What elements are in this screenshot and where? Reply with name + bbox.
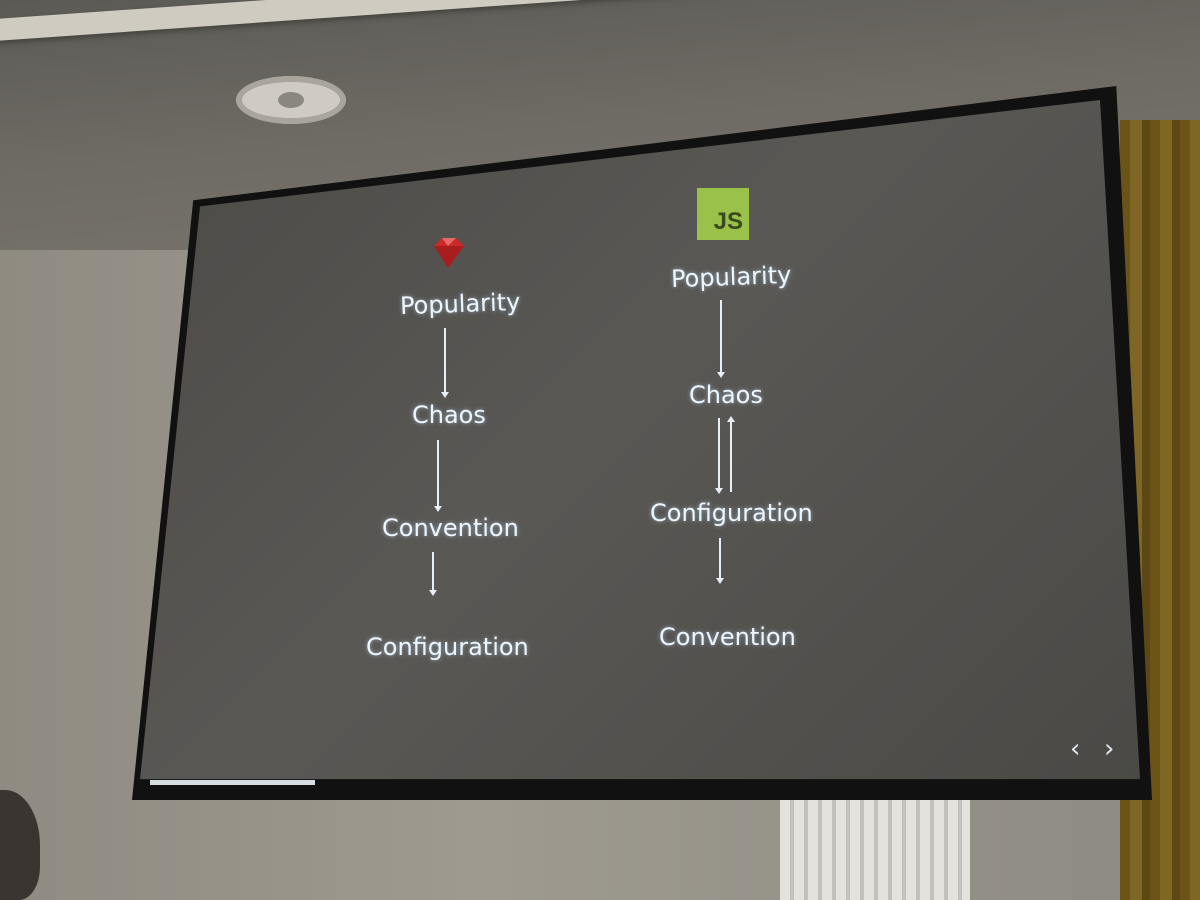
js-arrow-up-2 [730,418,732,492]
ruby-step-popularity: Popularity [399,287,521,321]
ruby-step-convention: Convention [382,514,519,542]
ruby-step-configuration: Configuration [366,633,529,661]
ceiling-vent [236,76,346,124]
js-logo-icon: JS [697,188,749,240]
js-step-chaos: Chaos [689,381,763,409]
ruby-step-chaos: Chaos [412,401,486,429]
prev-slide-button[interactable]: ‹ [1070,734,1081,764]
projector-screen [140,100,1140,780]
radiator [780,800,970,900]
ruby-arrow-3 [429,552,437,596]
slide-progress-bar [150,780,315,785]
js-step-convention: Convention [659,623,796,651]
js-step-popularity: Popularity [670,260,792,294]
js-arrow-1 [717,300,725,378]
ruby-arrow-1 [441,328,449,398]
ruby-arrow-2 [434,440,442,512]
js-step-configuration: Configuration [650,499,813,527]
next-slide-button[interactable]: › [1104,734,1115,764]
ruby-gem-icon [428,232,468,272]
js-arrow-3 [716,538,724,584]
js-arrow-down-2 [715,418,723,494]
